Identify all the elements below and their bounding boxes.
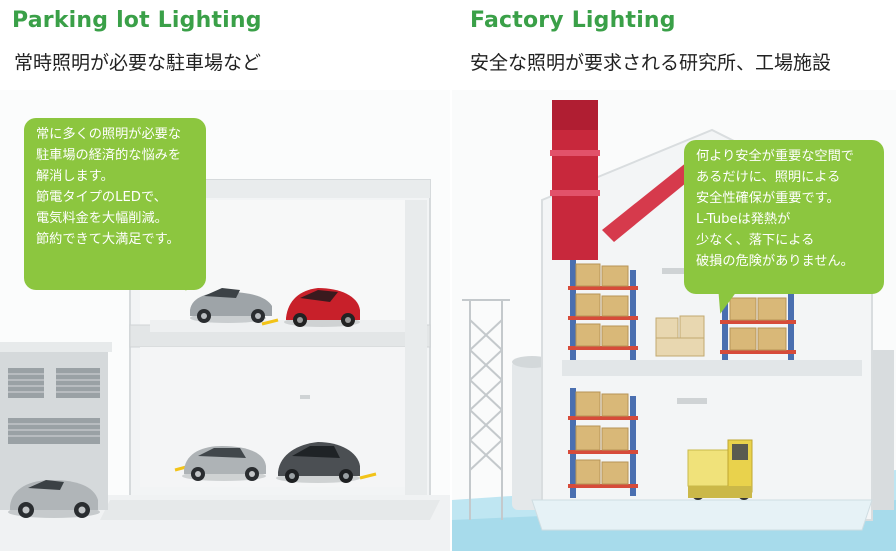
forklift bbox=[687, 439, 753, 500]
parking-lot-subtitle: 常時照明が必要な駐車場など bbox=[14, 52, 262, 74]
bubble-line: 駐車場の経済的な悩みを bbox=[36, 148, 182, 163]
silver-convertible-car-upper bbox=[190, 288, 272, 323]
parking-lot-title: Parking lot Lighting bbox=[12, 8, 262, 33]
factory-panel: Factory Lighting 安全な照明が要求される研究所、工場施設 何より… bbox=[452, 0, 896, 551]
bubble-line: 常に多くの照明が必要な bbox=[36, 127, 182, 142]
parking-lot-speech-bubble: 常に多くの照明が必要な 駐車場の経済的な悩みを 解消します。 節電タイプのLED… bbox=[24, 118, 206, 290]
factory-title: Factory Lighting bbox=[470, 8, 676, 33]
silver-convertible-car-foreground bbox=[8, 480, 100, 518]
bubble-line: 電気料金を大幅削減。 bbox=[36, 211, 168, 226]
bubble-line: 節約できて大満足です。 bbox=[36, 232, 180, 247]
bubble-line: あるだけに、照明による bbox=[696, 170, 841, 185]
warehouse-shelf-upper-left bbox=[568, 260, 638, 360]
bubble-line: 解消します。 bbox=[36, 169, 114, 184]
factory-subtitle: 安全な照明が要求される研究所、工場施設 bbox=[470, 52, 832, 74]
parking-garage-illustration bbox=[0, 179, 450, 551]
warehouse-shelf-upper-right bbox=[720, 290, 796, 360]
bubble-line: L-Tubeは発熱が bbox=[696, 212, 791, 227]
dark-sports-car-lower bbox=[276, 442, 360, 483]
silver-sedan-car-lower bbox=[182, 446, 266, 481]
warehouse-shelf-lower-left bbox=[568, 388, 638, 498]
red-sports-car-upper bbox=[284, 288, 360, 327]
parking-lot-panel: Parking lot Lighting 常時照明が必要な駐車場など 常に多くの… bbox=[0, 8, 450, 551]
lattice-tower bbox=[462, 299, 510, 520]
bubble-line: 破損の危険がありません。 bbox=[696, 254, 854, 269]
bubble-line: 安全性確保が重要です。 bbox=[696, 191, 840, 206]
bubble-line: 節電タイプのLEDで、 bbox=[36, 190, 167, 205]
bubble-line: 何より安全が重要な空間で bbox=[696, 149, 854, 164]
factory-speech-bubble: 何より安全が重要な空間で あるだけに、照明による 安全性確保が重要です。 L-T… bbox=[684, 140, 884, 294]
pallet-boxes bbox=[655, 315, 705, 357]
bubble-line: 少なく、落下による bbox=[696, 233, 815, 248]
